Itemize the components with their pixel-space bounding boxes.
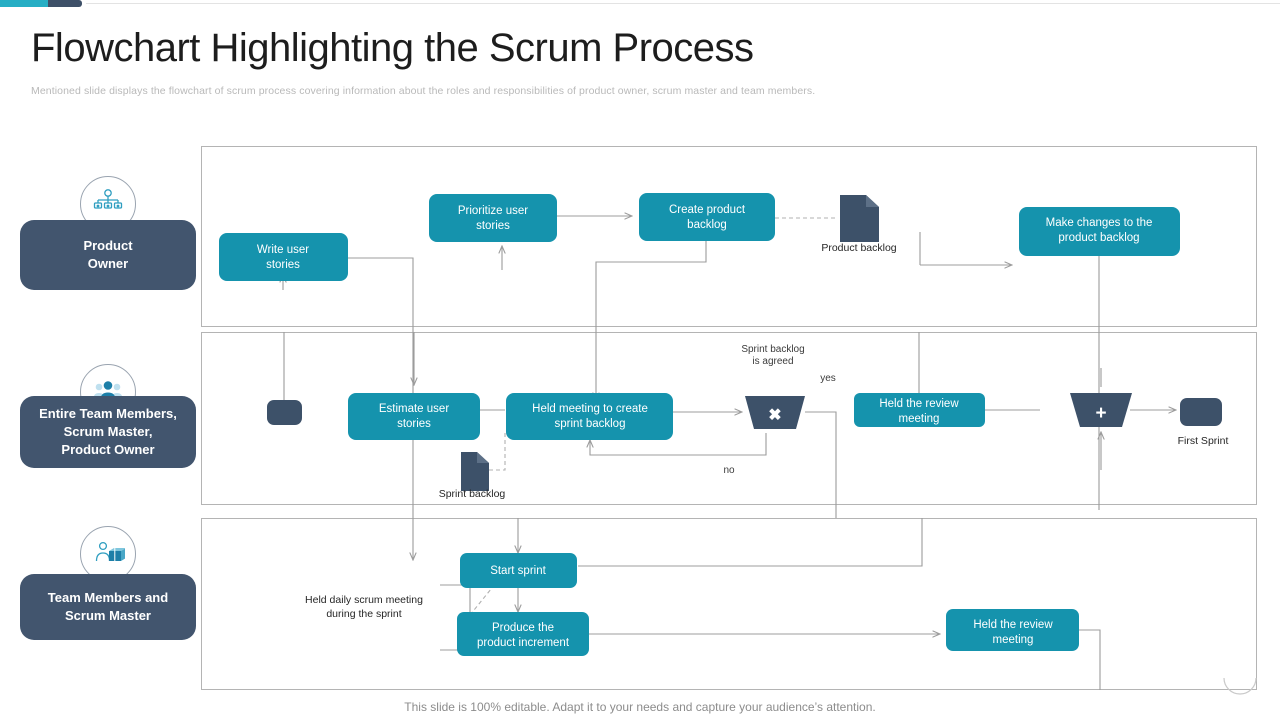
annotation-line2: during the sprint xyxy=(326,608,401,620)
task-label-line1: Create product xyxy=(669,204,746,216)
start-node-row2[interactable] xyxy=(267,400,302,425)
task-label-line1: Estimate user xyxy=(379,403,449,415)
role-label-line1: Team Members and xyxy=(47,590,169,605)
task-label-line2: stories xyxy=(476,220,510,232)
first-sprint-node[interactable]: First Sprint xyxy=(1178,398,1229,447)
person-box-icon-glyph xyxy=(95,541,125,562)
role-label-line2: Owner xyxy=(87,256,129,271)
parallel-gateway[interactable]: + xyxy=(1070,393,1132,427)
task-label-line2: product backlog xyxy=(1058,232,1139,244)
entire-team-lane xyxy=(201,332,1257,505)
task-label-line1: Write user xyxy=(257,244,309,256)
edge-start-sprint-right xyxy=(578,518,923,567)
person-box-icon xyxy=(80,526,136,582)
task-label-line2: sprint backlog xyxy=(555,418,626,430)
role-label-line1: Entire Team Members, xyxy=(39,406,177,421)
role-label-line3: Product Owner xyxy=(61,442,155,457)
footer-note: This slide is 100% editable. Adapt it to… xyxy=(404,700,876,714)
annotation-line1: Held daily scrum meeting xyxy=(305,594,423,606)
annotation-yes: yes xyxy=(820,373,836,384)
task-held-review-meeting-row3[interactable]: Held the review meeting xyxy=(946,609,1079,651)
page-title: Flowchart Highlighting the Scrum Process xyxy=(31,26,754,70)
accent-navy-segment xyxy=(48,0,82,7)
page-subtitle: Mentioned slide displays the flowchart o… xyxy=(31,85,816,97)
parallel-gateway-symbol: + xyxy=(1095,403,1106,424)
exclusive-gateway-symbol: ✖ xyxy=(768,407,781,424)
annotation-line2: is agreed xyxy=(752,356,793,367)
edge-gateway-no-loopback xyxy=(590,433,767,456)
task-label-line2: stories xyxy=(397,418,431,430)
task-label-line2: stories xyxy=(266,259,300,271)
task-make-changes-product-backlog[interactable]: Make changes to the product backlog xyxy=(1019,207,1180,256)
task-held-meeting-create-sprint-backlog[interactable]: Held meeting to create sprint backlog xyxy=(506,393,673,440)
role-chip-product-owner[interactable]: Product Owner xyxy=(20,220,196,290)
task-label-line1: Held the review xyxy=(973,619,1053,631)
task-estimate-user-stories[interactable]: Estimate user stories xyxy=(348,393,480,440)
edge-sprint-backlog-doc-link xyxy=(489,432,506,471)
task-label-line1: Start sprint xyxy=(490,565,546,577)
task-label-line1: Prioritize user xyxy=(458,205,528,217)
team-scrum-master-lane xyxy=(201,518,1257,690)
task-create-product-backlog[interactable]: Create product backlog xyxy=(639,193,775,241)
document-sprint-backlog[interactable]: Sprint backlog xyxy=(439,452,506,500)
document-product-backlog[interactable]: Product backlog xyxy=(821,195,897,254)
task-start-sprint[interactable]: Start sprint xyxy=(460,553,577,588)
task-produce-product-increment[interactable]: Produce the product increment xyxy=(457,612,589,656)
role-label-line1: Product xyxy=(83,238,133,253)
task-label-line1: Make changes to the xyxy=(1046,217,1153,229)
annotation-line1: Sprint backlog xyxy=(741,344,804,355)
edge-gateway-yes-down xyxy=(805,411,837,470)
role-chip-team-scrum-master[interactable]: Team Members and Scrum Master xyxy=(20,574,196,640)
product-owner-lane xyxy=(201,146,1257,327)
org-chart-icon-glyph xyxy=(93,189,123,209)
task-label-line2: meeting xyxy=(993,634,1034,646)
edge-write-stories-down xyxy=(348,257,414,540)
corner-arc-decoration xyxy=(1223,677,1257,695)
edge-review-row3-right xyxy=(1079,629,1101,690)
accent-divider-line xyxy=(86,3,1280,4)
edge-create-backlog-down xyxy=(595,241,707,395)
task-label-line2: backlog xyxy=(687,219,727,231)
document-label: Product backlog xyxy=(821,242,896,254)
task-label-line2: product increment xyxy=(477,637,570,649)
exclusive-gateway[interactable]: ✖ xyxy=(745,396,805,429)
first-sprint-label: First Sprint xyxy=(1178,435,1229,447)
annotation-sprint-backlog-agreed: Sprint backlog is agreed xyxy=(741,344,804,367)
task-write-user-stories[interactable]: Write user stories xyxy=(219,233,348,281)
top-accent-bar xyxy=(0,0,1280,8)
task-label-line2: meeting xyxy=(899,413,940,425)
annotation-daily-scrum: Held daily scrum meeting during the spri… xyxy=(305,594,423,620)
task-label-line1: Held meeting to create xyxy=(532,403,648,415)
task-held-review-meeting-row2[interactable]: Held the review meeting xyxy=(854,393,985,427)
task-label-line1: Held the review xyxy=(879,398,959,410)
role-label-line2: Scrum Master, xyxy=(63,424,153,439)
task-prioritize-user-stories[interactable]: Prioritize user stories xyxy=(429,194,557,242)
role-chip-entire-team[interactable]: Entire Team Members, Scrum Master, Produ… xyxy=(20,396,196,468)
task-label-line1: Produce the xyxy=(492,622,554,634)
annotation-no: no xyxy=(723,465,735,476)
document-label: Sprint backlog xyxy=(439,488,506,500)
role-label-line2: Scrum Master xyxy=(65,608,151,623)
daily-scrum-pointer xyxy=(469,577,501,616)
accent-teal-segment xyxy=(0,0,48,7)
